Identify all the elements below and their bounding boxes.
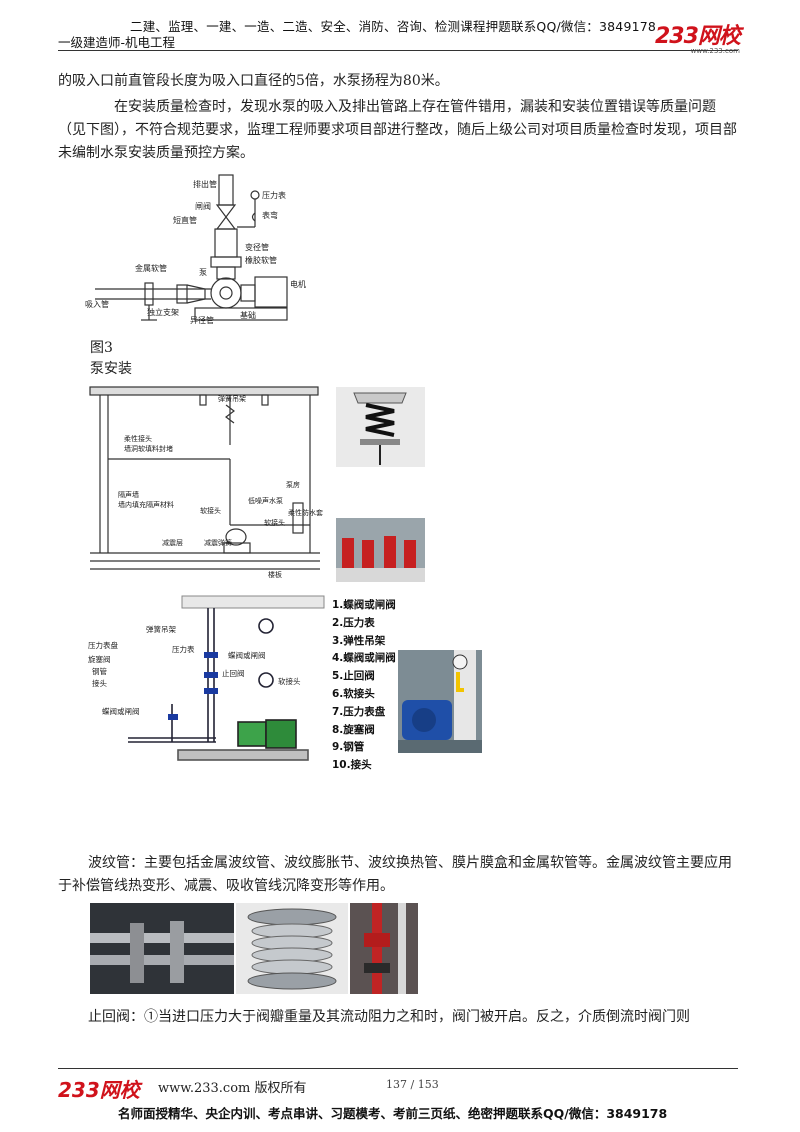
piping-legend: 1.蝶阀或闸阀 2.压力表 3.弹性吊架 4.蝶阀或闸阀 5.止回阀 6.软接头… [332,597,396,775]
label-joint: 接头 [92,678,107,688]
label-discharge: 排出管 [193,179,217,189]
legend-item: 7.压力表盘 [332,705,386,718]
legend-item: 1.蝶阀或闸阀 [332,599,396,611]
paragraph-inspection: 在安装质量检查时，发现水泵的吸入及排出管路上存在管件错用，漏装和安装位置错误等质… [58,99,737,161]
pump-room-diagram: 弹簧吊架 柔性接头 墙洞软填料封堵 隔声墙 墙内填充隔声材料 软接头 低噪声水泵… [89,386,323,579]
label-waterproof-sleeve: 柔性防水套管 [288,508,323,517]
legend-item: 9.钢管 [332,741,365,754]
label-floor: 楼板 [268,570,282,579]
bellows-photo-2 [236,903,348,994]
label-steel-pipe: 钢管 [92,666,107,676]
label-rubber-hose: 橡胶软管 [245,255,277,265]
label-soft-joint-2: 软接头 [264,518,285,527]
label-gauge: 压力表 [262,190,286,200]
label-support: 独立支架 [147,307,179,317]
paragraph-check-valve: 止回阀：①当进口压力大于阀瓣重量及其流动阻力之和时，阀门被开启。反之，介质倒流时… [88,1009,690,1025]
label-low-noise-pump: 低噪声水泵 [248,496,283,505]
footer-rule [58,1068,738,1069]
footer-logo: 233网校 [58,1078,140,1102]
label-soft-joint: 软接头 [200,506,221,515]
header-contact-line: 二建、监理、一建、一造、二造、安全、消防、咨询、检测课程押题联系QQ/微信：38… [130,19,657,34]
pump-room-photo [336,518,425,582]
figure-title: 泵安装 [90,361,132,377]
footer-contact-line: 名师面授精华、央企内训、考点串讲、习题模考、考前三页纸、绝密押题联系QQ/微信：… [118,1106,668,1121]
label-check: 止回阀 [222,668,245,678]
legend-item: 10.接头 [332,759,372,772]
pump-piping-diagram: 弹簧吊架 压力表盘 旋塞阀 钢管 接头 压力表 蝶阀或闸阀 止回阀 软接头 蝶阀… [88,595,325,761]
label-damper: 减震弹簧 [204,538,232,547]
label-base: 基础 [240,310,256,320]
label-spring-hanger: 弹簧吊架 [218,394,246,403]
label-gauge-panel: 压力表盘 [88,640,118,650]
label-spring-hanger-3: 弹簧吊架 [146,624,176,634]
label-wall-fill: 墙洞软填料封堵 [124,444,173,453]
paragraph-intro: 的吸入口前直管段长度为吸入口直径的5倍，水泵扬程为80米。 [58,73,449,89]
label-damping-layer: 减震层 [162,538,183,547]
legend-item: 3.弹性吊架 [332,634,386,647]
figure-label: 图3 [90,340,113,356]
label-partition: 隔声墙 [118,490,139,499]
label-gate: 闸阀 [195,202,211,211]
legend-item: 5.止回阀 [332,670,375,683]
legend-item: 8.旋塞阀 [332,723,375,736]
label-motor: 电机 [290,279,306,289]
footer-copyright: www.233.com 版权所有 [158,1081,307,1096]
label-reducer2: 异径管 [190,315,214,325]
legend-item: 2.压力表 [332,616,375,629]
header-subtitle: 一级建造师-机电工程 [58,35,176,50]
pump-install-diagram: 排出管 闸阀 短直管 压力表 表弯 变径管 橡胶软管 金属软管 泵 电机 吸入管… [85,174,306,325]
page-number: 137 / 153 [386,1078,439,1091]
label-reducer: 变径管 [245,242,269,252]
label-suction: 吸入管 [85,299,109,309]
paragraph-bellows: 波纹管：主要包括金属波纹管、波纹膨胀节、波纹换热管、膜片膜盒和金属软管等。金属波… [58,855,732,894]
bellows-photo-3 [350,903,418,994]
label-metal-hose: 金属软管 [135,263,167,273]
label-butterfly: 蝶阀或闸阀 [228,650,266,660]
header-rule [58,50,738,51]
spring-hanger-photo [336,387,425,467]
label-gauge-bend: 表弯 [262,210,278,220]
legend-item: 4.蝶阀或闸阀 [332,652,396,665]
label-cock: 旋塞阀 [88,654,111,664]
label-butterfly-2: 蝶阀或闸阀 [102,706,140,716]
label-gauge-3: 压力表 [172,644,195,654]
label-pump: 泵 [199,268,207,277]
blue-pump-photo [398,650,482,753]
label-soft-joint-3: 软接头 [278,676,301,686]
label-short-pipe: 短直管 [173,215,197,225]
legend-item: 6.软接头 [332,687,375,700]
label-pump-room: 泵房 [286,480,300,489]
label-partition-fill: 墙内填充隔声材料 [118,500,174,509]
label-flex-joint: 柔性接头 [124,434,152,443]
bellows-photo-1 [90,903,234,994]
